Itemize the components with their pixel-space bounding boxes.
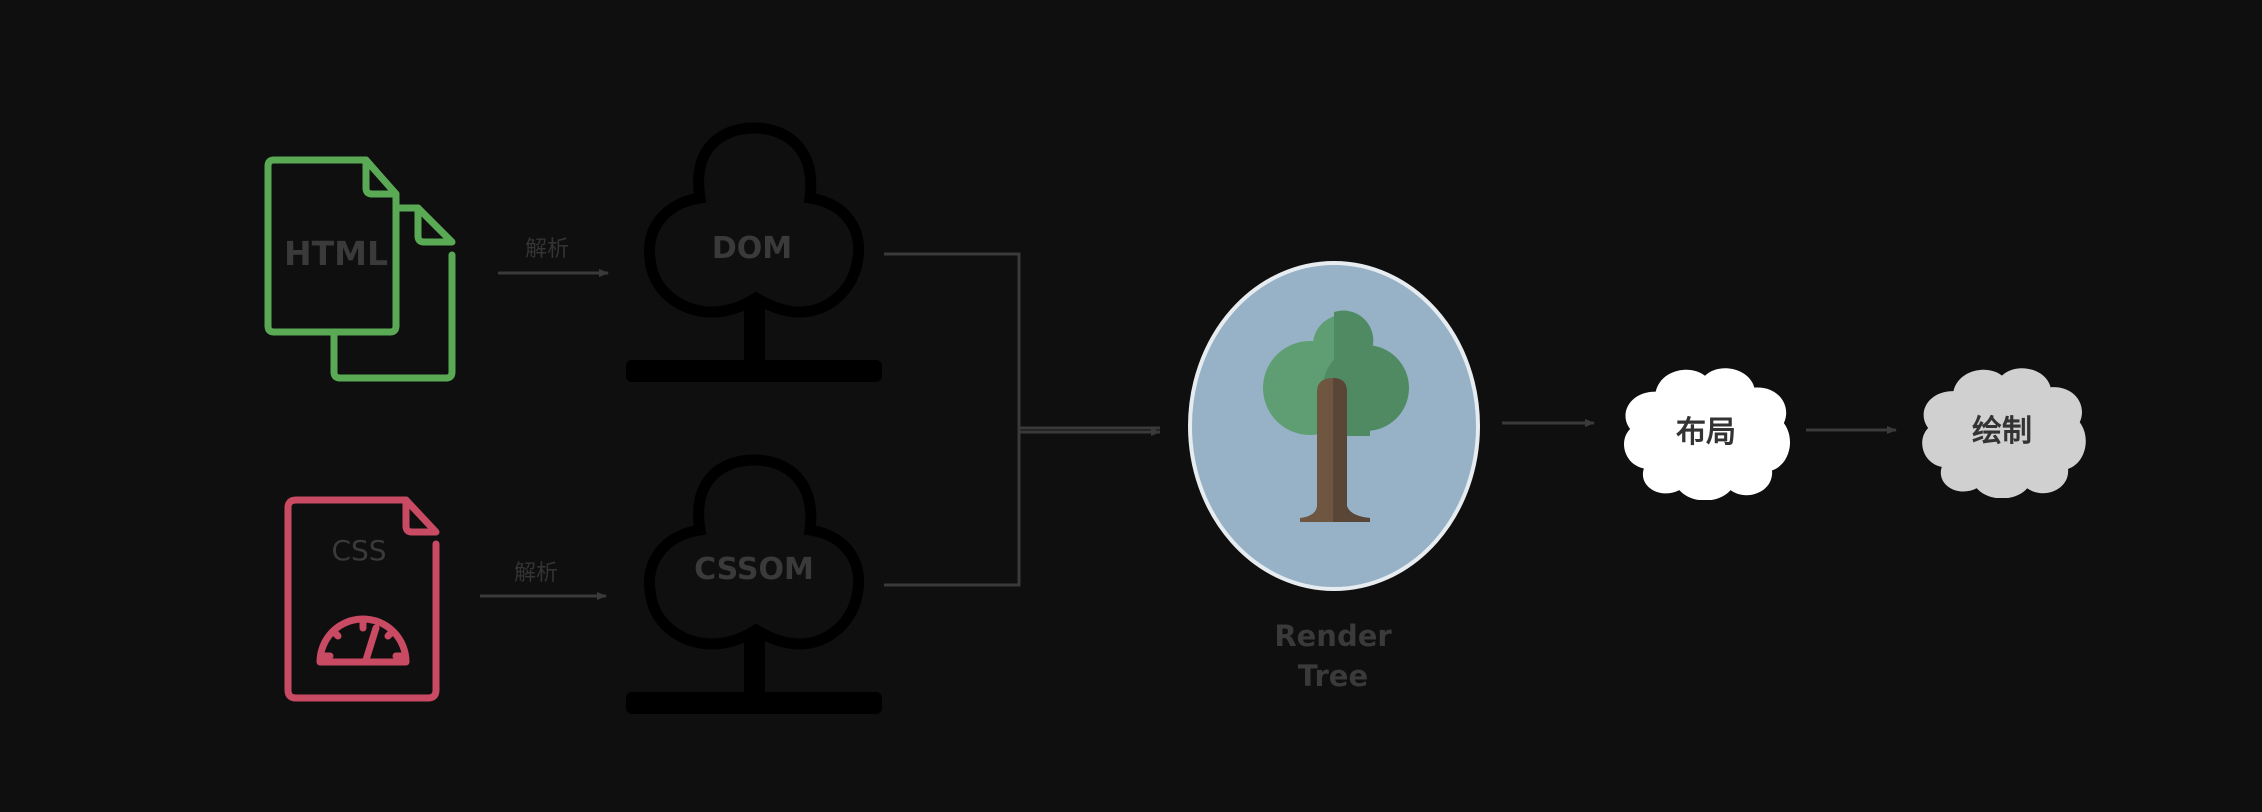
- render-tree-label-line1: Render: [1274, 619, 1392, 653]
- html-back-document: [330, 204, 456, 382]
- dom-tree-icon: [626, 122, 882, 382]
- tree-icon: [1263, 310, 1409, 522]
- render-tree-label-line2: Tree: [1298, 659, 1368, 693]
- cssom-tree-icon: [626, 454, 882, 714]
- css-speedometer-document-icon: [284, 496, 440, 702]
- html-front-document: [264, 156, 400, 336]
- gauge-tick: [384, 628, 396, 640]
- cssom-trunk: [744, 632, 765, 694]
- html-label: HTML: [284, 234, 388, 273]
- cssom-label: CSSOM: [694, 552, 814, 587]
- dom-trunk: [744, 300, 765, 362]
- html-documents-icon: [264, 156, 456, 382]
- dom-base: [626, 360, 882, 382]
- paint-label: 绘制: [1972, 414, 2032, 449]
- html-front-fold: [362, 156, 400, 198]
- css-parse-label: 解析: [514, 561, 558, 586]
- css-label: CSS: [331, 534, 386, 567]
- css-document: [284, 496, 440, 702]
- cssom-base: [626, 692, 882, 714]
- gauge-outline: [316, 615, 410, 666]
- dom-label: DOM: [712, 231, 792, 266]
- gauge-tick: [330, 628, 342, 640]
- render-tree-node: [1188, 261, 1480, 591]
- html-back-fold: [414, 204, 456, 246]
- css-document-fold: [402, 496, 440, 536]
- layout-label: 布局: [1676, 415, 1736, 450]
- gauge-needle: [362, 624, 380, 664]
- merge-bracket: [884, 252, 1021, 587]
- html-parse-label: 解析: [525, 237, 569, 262]
- merge-connector: [884, 252, 1161, 587]
